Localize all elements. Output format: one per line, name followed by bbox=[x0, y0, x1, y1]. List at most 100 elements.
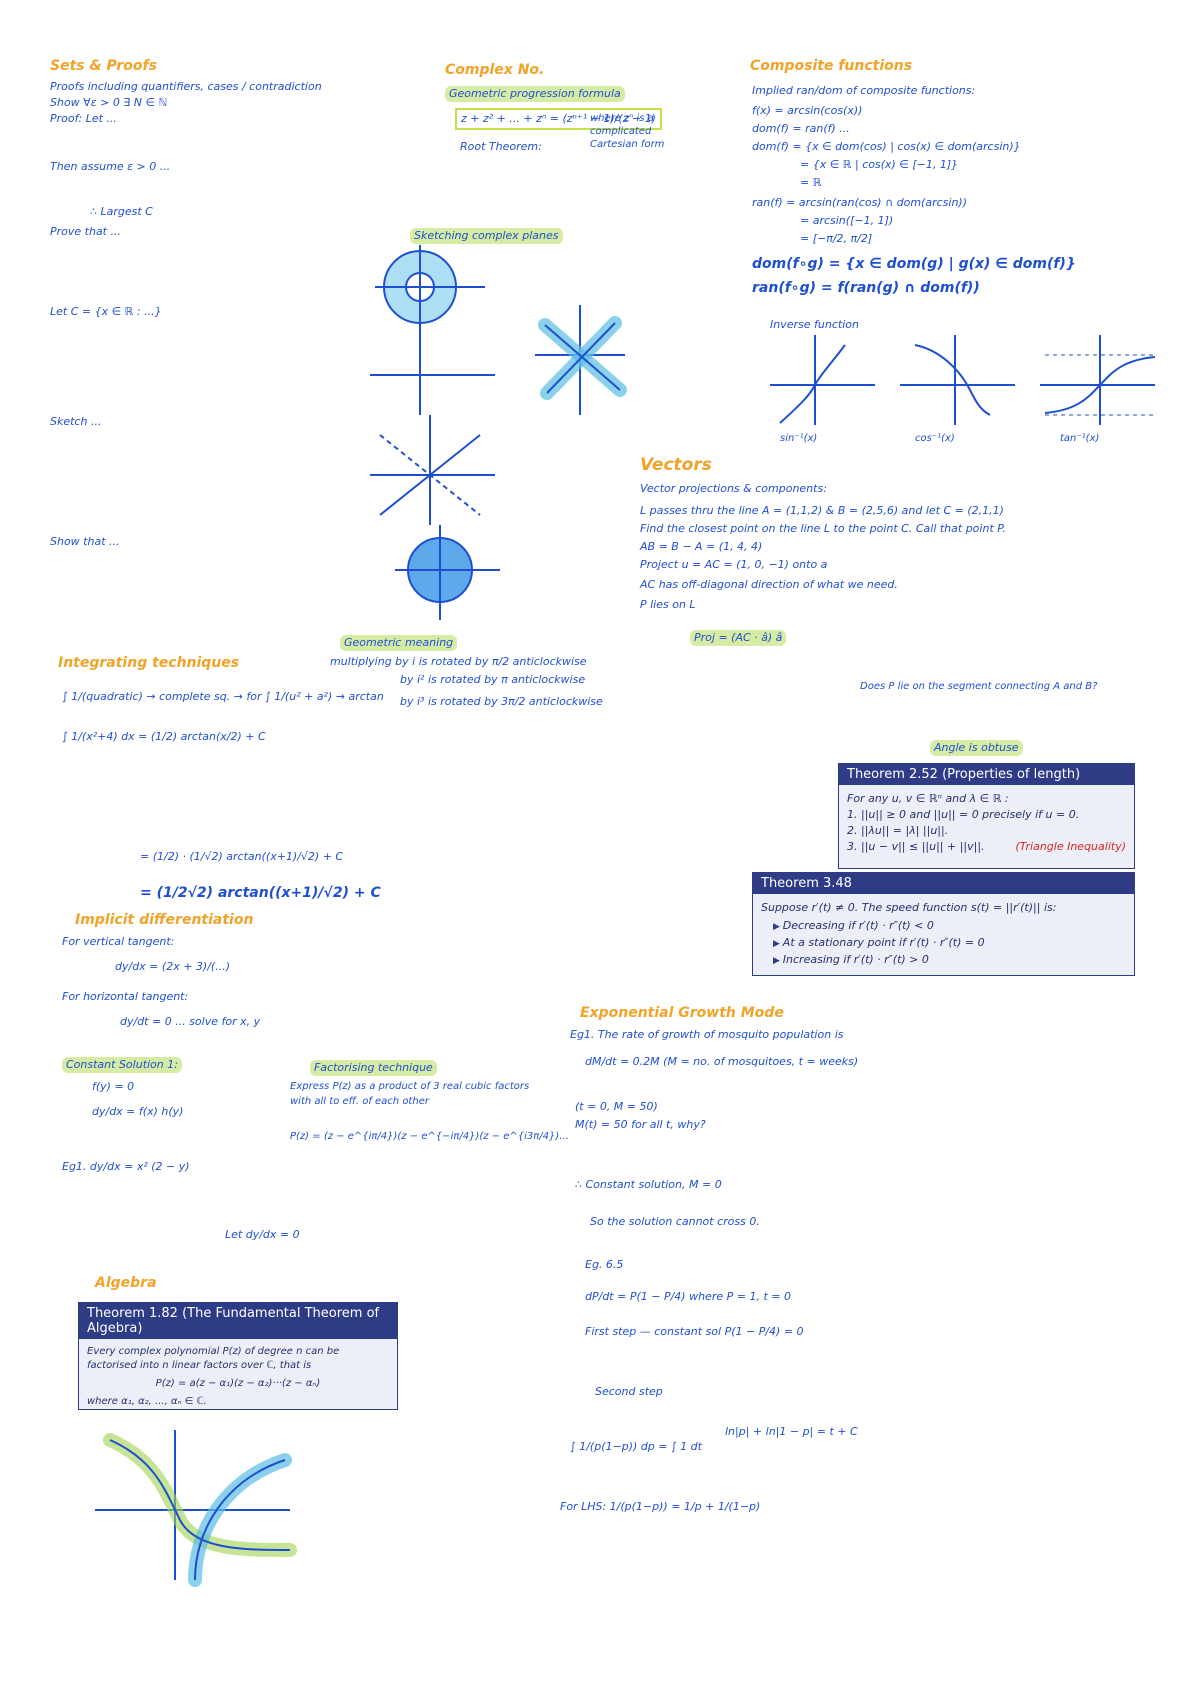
exponential-line-7: Eg. 6.5 bbox=[585, 1258, 624, 1271]
sets-line-4: Then assume ε > 0 ... bbox=[50, 160, 171, 173]
composite-line-4: dom(f) = {x ∈ dom(cos) | cos(x) ∈ dom(ar… bbox=[752, 140, 1021, 153]
theorem-1-82-where: where α₁, α₂, ..., αₙ ∈ ℂ. bbox=[87, 1396, 207, 1407]
composite-line-1: Implied ran/dom of composite functions: bbox=[752, 84, 976, 97]
geometric-heading: Geometric meaning bbox=[340, 635, 458, 651]
exponential-line-8: dP/dt = P(1 − P/4) where P = 1, t = 0 bbox=[585, 1290, 791, 1303]
axes-sketch-1 bbox=[370, 320, 495, 415]
factorising-line-2: with all to eff. of each other bbox=[290, 1096, 429, 1107]
theorem-3-48-item-2: At a stationary point if r′(t) · r″(t) =… bbox=[773, 935, 1126, 952]
exponential-line-12: ln|p| + ln|1 − p| = t + C bbox=[725, 1425, 858, 1438]
vectors-line-2: Find the closest point on the line L to … bbox=[640, 522, 1006, 535]
exponential-line-10: Second step bbox=[595, 1385, 663, 1398]
sets-line-2: Show ∀ε > 0 ∃ N ∈ ℕ bbox=[50, 96, 168, 109]
constant-line-4: Let dy/dx = 0 bbox=[225, 1228, 300, 1241]
sets-line-5: ∴ Largest C bbox=[90, 205, 153, 218]
arctan-sketch bbox=[1040, 335, 1156, 425]
arcsin-label: sin⁻¹(x) bbox=[780, 433, 818, 444]
constant-title: Constant Solution 1: bbox=[62, 1057, 182, 1073]
composite-line-3: dom(f) = ran(f) ... bbox=[752, 122, 850, 135]
theorem-2-52-item-2: 2. ||λu|| = |λ| ||u||. bbox=[847, 824, 949, 837]
vectors-line-4: Project u = AC = (1, 0, −1) onto a bbox=[640, 558, 828, 571]
implicit-title: Implicit differentiation bbox=[75, 912, 254, 928]
theorem-1-82-intro: Every complex polynomial P(z) of degree … bbox=[87, 1346, 340, 1371]
theorem-2-52-item-3: 3. ||u − v|| ≤ ||u|| + ||v||. bbox=[847, 840, 985, 853]
theorem-2-52-intro: For any u, v ∈ ℝⁿ and λ ∈ ℝ : bbox=[847, 792, 1009, 805]
implicit-line-3: For horizontal tangent: bbox=[62, 990, 189, 1003]
theorem-3-48-intro: Suppose r′(t) ≠ 0. The speed function s(… bbox=[761, 901, 1057, 914]
complex-formula: z + z² + ... + zⁿ = (zⁿ⁺¹ − 1)/(z − 1) bbox=[455, 108, 662, 130]
factorising-line-3: P(z) = (z − e^{iπ/4})(z − e^{−iπ/4})(z −… bbox=[290, 1131, 569, 1142]
composite-line-11: ran(f∘g) = f(ran(g) ∩ dom(f)) bbox=[752, 280, 980, 296]
sets-line-1: Proofs including quantifiers, cases / co… bbox=[50, 80, 322, 93]
exponential-line-3: (t = 0, M = 50) bbox=[575, 1100, 658, 1113]
theorem-2-52-item-1: 1. ||u|| ≥ 0 and ||u|| = 0 precisely if … bbox=[847, 808, 1080, 821]
sketching-heading: Sketching complex planes bbox=[410, 228, 563, 244]
sets-proofs-title: Sets & Proofs bbox=[50, 58, 157, 74]
sets-line-7: Let C = {x ∈ ℝ : ...} bbox=[50, 305, 162, 318]
exponential-line-2: dM/dt = 0.2M (M = no. of mosquitoes, t =… bbox=[585, 1055, 859, 1068]
arccos-sketch bbox=[900, 335, 1015, 425]
implicit-line-2: dy/dx = (2x + 3)/(...) bbox=[115, 960, 230, 973]
composite-line-9: = [−π/2, π/2] bbox=[800, 232, 873, 245]
vectors-line-7: Proj = (AC · â) â bbox=[690, 630, 787, 646]
constant-line-2: dy/dx = f(x) h(y) bbox=[92, 1105, 184, 1118]
inverse-heading: Inverse function bbox=[770, 318, 859, 331]
vectors-line-8: Does P lie on the segment connecting A a… bbox=[860, 681, 1098, 692]
composite-line-7: ran(f) = arcsin(ran(cos) ∩ dom(arcsin)) bbox=[752, 196, 968, 209]
vectors-line-6: P lies on L bbox=[640, 598, 696, 611]
integrating-line-2: ∫ 1/(x²+4) dx = (1/2) arctan(x/2) + C bbox=[62, 730, 266, 743]
disc-sketch bbox=[395, 525, 500, 620]
constant-line-1: f(y) = 0 bbox=[92, 1080, 135, 1093]
composite-title: Composite functions bbox=[750, 58, 913, 74]
annulus-sketch bbox=[375, 245, 485, 333]
exponential-line-13: For LHS: 1/(p(1−p)) = 1/p + 1/(1−p) bbox=[560, 1500, 761, 1513]
axes-sketch-2 bbox=[370, 415, 495, 525]
factorising-title: Factorising technique bbox=[310, 1060, 437, 1076]
factorising-line-1: Express P(z) as a product of 3 real cubi… bbox=[290, 1081, 530, 1092]
sets-line-6: Prove that ... bbox=[50, 225, 121, 238]
integrating-line-3: = (1/2) · (1/√2) arctan((x+1)/√2) + C bbox=[140, 850, 344, 863]
theorem-3-48-box: Theorem 3.48 Suppose r′(t) ≠ 0. The spee… bbox=[752, 872, 1135, 976]
implicit-line-1: For vertical tangent: bbox=[62, 935, 175, 948]
theorem-3-48-item-3: Increasing if r′(t) · r″(t) > 0 bbox=[773, 952, 1126, 969]
composite-line-10: dom(f∘g) = {x ∈ dom(g) | g(x) ∈ dom(f)} bbox=[752, 256, 1076, 272]
geometric-line-1: multiplying by i is rotated by π/2 antic… bbox=[330, 655, 587, 668]
algebra-curves-sketch bbox=[95, 1430, 297, 1587]
constant-line-3: Eg1. dy/dx = x² (2 − y) bbox=[62, 1160, 190, 1173]
implicit-line-4: dy/dt = 0 ... solve for x, y bbox=[120, 1015, 261, 1028]
arccos-label: cos⁻¹(x) bbox=[915, 433, 955, 444]
exponential-line-9: First step — constant sol P(1 − P/4) = 0 bbox=[585, 1325, 804, 1338]
complex-title: Complex No. bbox=[445, 62, 545, 78]
composite-line-8: = arcsin([−1, 1]) bbox=[800, 214, 894, 227]
composite-line-2: f(x) = arcsin(cos(x)) bbox=[752, 104, 863, 117]
theorem-2-52-title: Theorem 2.52 (Properties of length) bbox=[839, 764, 1134, 785]
vectors-line-9: Angle is obtuse bbox=[930, 740, 1023, 756]
vectors-line-3: AB = B − A = (1, 4, 4) bbox=[640, 540, 763, 553]
vectors-line-1: L passes thru the line A = (1,1,2) & B =… bbox=[640, 504, 1004, 517]
theorem-1-82-box: Theorem 1.82 (The Fundamental Theorem of… bbox=[78, 1302, 398, 1410]
integrating-line-4: = (1/2√2) arctan((x+1)/√2) + C bbox=[140, 885, 381, 901]
composite-line-6: = ℝ bbox=[800, 176, 822, 189]
geometric-line-3: by i³ is rotated by 3π/2 anticlockwise bbox=[400, 695, 603, 708]
integrating-title: Integrating techniques bbox=[58, 655, 240, 671]
vectors-subtitle: Vector projections & components: bbox=[640, 482, 827, 495]
exponential-title: Exponential Growth Mode bbox=[580, 1005, 784, 1021]
triangle-inequality-note: (Triangle Inequality) bbox=[1015, 840, 1126, 853]
theorem-3-48-item-1: Decreasing if r′(t) · r″(t) < 0 bbox=[773, 918, 1126, 935]
sets-line-9: Show that ... bbox=[50, 535, 120, 548]
exponential-line-6: So the solution cannot cross 0. bbox=[590, 1215, 760, 1228]
integrating-line-1: ∫ 1/(quadratic) → complete sq. → for ∫ 1… bbox=[62, 690, 384, 703]
arctan-label: tan⁻¹(x) bbox=[1060, 433, 1100, 444]
sets-line-3: Proof: Let ... bbox=[50, 112, 117, 125]
exponential-line-5: ∴ Constant solution, M = 0 bbox=[575, 1178, 722, 1191]
complex-formula-heading: Geometric progression formula bbox=[445, 86, 625, 102]
exponential-line-1: Eg1. The rate of growth of mosquito popu… bbox=[570, 1028, 844, 1041]
sets-line-8: Sketch ... bbox=[50, 415, 102, 428]
theorem-1-82-formula: P(z) = a(z − α₁)(z − α₂)···(z − αₙ) bbox=[155, 1378, 321, 1389]
exponential-line-11: ∫ 1/(p(1−p)) dp = ∫ 1 dt bbox=[570, 1440, 702, 1453]
root-theorem: Root Theorem: bbox=[460, 140, 542, 153]
algebra-title: Algebra bbox=[95, 1275, 157, 1291]
star-sketch bbox=[535, 305, 627, 415]
theorem-3-48-title: Theorem 3.48 bbox=[753, 873, 1134, 894]
theorem-1-82-title: Theorem 1.82 (The Fundamental Theorem of… bbox=[79, 1303, 397, 1339]
